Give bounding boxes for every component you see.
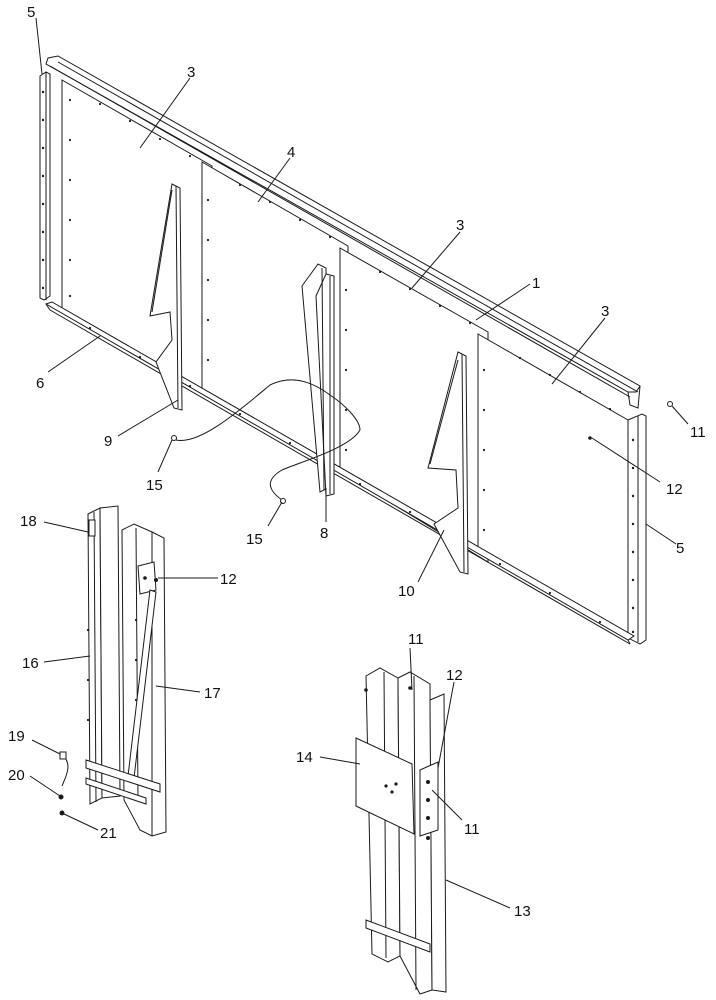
callout-18: 18	[20, 513, 37, 530]
callout-13: 13	[514, 903, 531, 920]
callout-17: 17	[204, 685, 221, 702]
callout-20: 20	[8, 767, 25, 784]
right-post-assembly	[355, 667, 447, 995]
brace-left	[149, 183, 183, 411]
right-end-post	[627, 413, 647, 645]
callout-11-right-post: 11	[464, 821, 480, 838]
brace-middle	[301, 263, 335, 497]
callout-3-left: 3	[187, 64, 195, 81]
callout-16: 16	[22, 655, 39, 672]
callout-12-top: 12	[666, 481, 683, 498]
bottom-rail	[44, 301, 635, 645]
bolt-top-right	[667, 401, 673, 407]
callout-19: 19	[8, 728, 25, 745]
callout-11-right-post-top: 11	[408, 631, 424, 648]
callout-5-right: 5	[676, 540, 684, 557]
callout-1: 1	[532, 275, 540, 292]
top-rail	[45, 55, 641, 409]
callout-4: 4	[287, 144, 295, 161]
leader-lines	[29, 17, 689, 909]
callout-15-center: 15	[246, 531, 263, 548]
callout-3-right: 3	[601, 303, 609, 320]
callout-9: 9	[104, 433, 112, 450]
callout-labels: 5 3 4 3 3 1 6 9 15 15 8 10 11 12 5 18 12…	[8, 4, 706, 920]
callout-5-left: 5	[27, 4, 35, 21]
left-end-post	[39, 71, 51, 301]
callout-21: 21	[100, 825, 117, 842]
callout-11-top: 11	[690, 424, 706, 441]
brace-right	[427, 351, 469, 575]
callout-3-center: 3	[456, 217, 464, 234]
callout-8: 8	[320, 525, 328, 542]
left-post-assembly	[58, 505, 167, 837]
callout-15-left: 15	[146, 477, 163, 494]
callout-14: 14	[296, 749, 313, 766]
callout-6: 6	[36, 375, 44, 392]
callout-10: 10	[398, 583, 415, 600]
callout-12-left-post: 12	[220, 571, 237, 588]
callout-12-right-post: 12	[446, 667, 463, 684]
